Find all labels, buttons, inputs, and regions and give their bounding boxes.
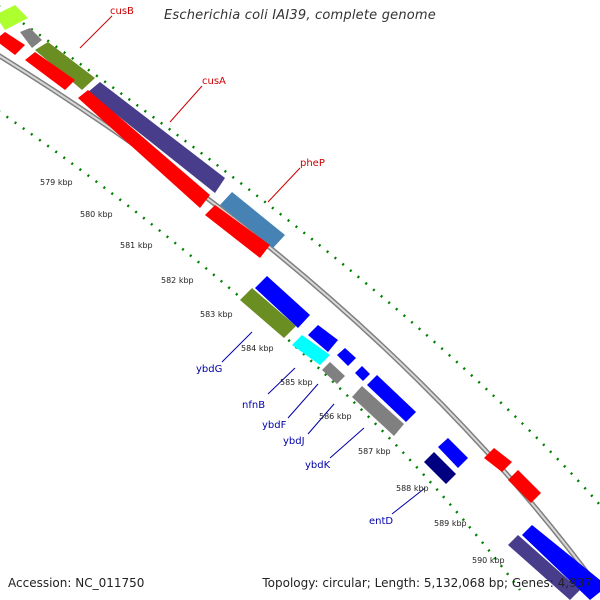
outer-tick-ring [0,5,600,506]
gene-ybdK[interactable] [352,386,404,436]
gene-blue-1[interactable] [255,276,310,328]
gene-label-pheP: pheP [300,158,325,169]
cusA-leader [169,85,203,123]
genome-summary: Topology: circular; Length: 5,132,068 bp… [262,576,592,590]
gene-lime[interactable] [0,5,28,30]
gene-slate-lower[interactable] [508,535,580,600]
cusB-leader [79,15,113,49]
gene-blue-6[interactable] [438,438,468,468]
gene-label-ybdJ: ybdJ [283,436,305,447]
gene-cusA[interactable] [88,82,225,193]
gene-label-ybdK: ybdK [305,460,331,471]
gene-cusB[interactable] [35,42,95,90]
gene-red-1[interactable] [0,32,25,55]
kbp-label-581: 581 kbp [120,241,153,250]
gene-red-6[interactable] [508,470,541,503]
kbp-label-589: 589 kbp [434,519,467,528]
pheP-leader [267,167,301,203]
ybdJ-leader [307,403,335,435]
kbp-label-588: 588 kbp [396,484,429,493]
kbp-label-584: 584 kbp [241,344,274,353]
gene-nfnB[interactable] [292,335,330,365]
gene-blue-4[interactable] [355,366,370,381]
gene-entD[interactable] [424,452,456,484]
gene-blue-7[interactable] [522,525,600,600]
entD-leader [391,487,426,515]
gene-red-4[interactable] [205,205,270,258]
gene-ybdF[interactable] [322,362,345,384]
accession-label: Accession: NC_011750 [8,576,145,590]
gene-label-ybdF: ybdF [262,420,287,431]
gene-blue-2[interactable] [308,325,338,352]
gene-label-ybdG: ybdG [196,364,222,375]
inner-tick-ring [0,110,521,591]
kbp-label-583: 583 kbp [200,310,233,319]
nfnB-leader [267,367,296,395]
gene-blue-3[interactable] [337,348,356,366]
kbp-label-579: 579 kbp [40,178,73,187]
gene-label-nfnB: nfnB [242,400,265,411]
gene-label-cusB: cusB [110,6,134,17]
gene-pheP[interactable] [220,192,285,248]
kbp-label-587: 587 kbp [358,447,391,456]
kbp-label-580: 580 kbp [80,210,113,219]
gene-label-entD: entD [369,516,393,527]
gene-blue-5[interactable] [367,375,416,422]
kbp-label-585: 585 kbp [280,378,313,387]
ybdG-leader [221,331,253,363]
gene-red-2[interactable] [25,52,75,90]
kbp-label-582: 582 kbp [161,276,194,285]
ybdF-leader [287,383,319,419]
ybdK-leader [329,427,365,459]
gene-gray-upper[interactable] [20,28,42,48]
gene-ybdG[interactable] [240,288,296,338]
kbp-label-586: 586 kbp [319,412,352,421]
gene-red-3[interactable] [78,90,210,208]
kbp-label-590: 590 kbp [472,556,505,565]
genome-title: Escherichia coli IAI39, complete genome [163,8,436,23]
gene-red-5[interactable] [484,448,512,472]
genome-backbone-highlight [0,55,600,591]
gene-label-cusA: cusA [202,76,226,87]
